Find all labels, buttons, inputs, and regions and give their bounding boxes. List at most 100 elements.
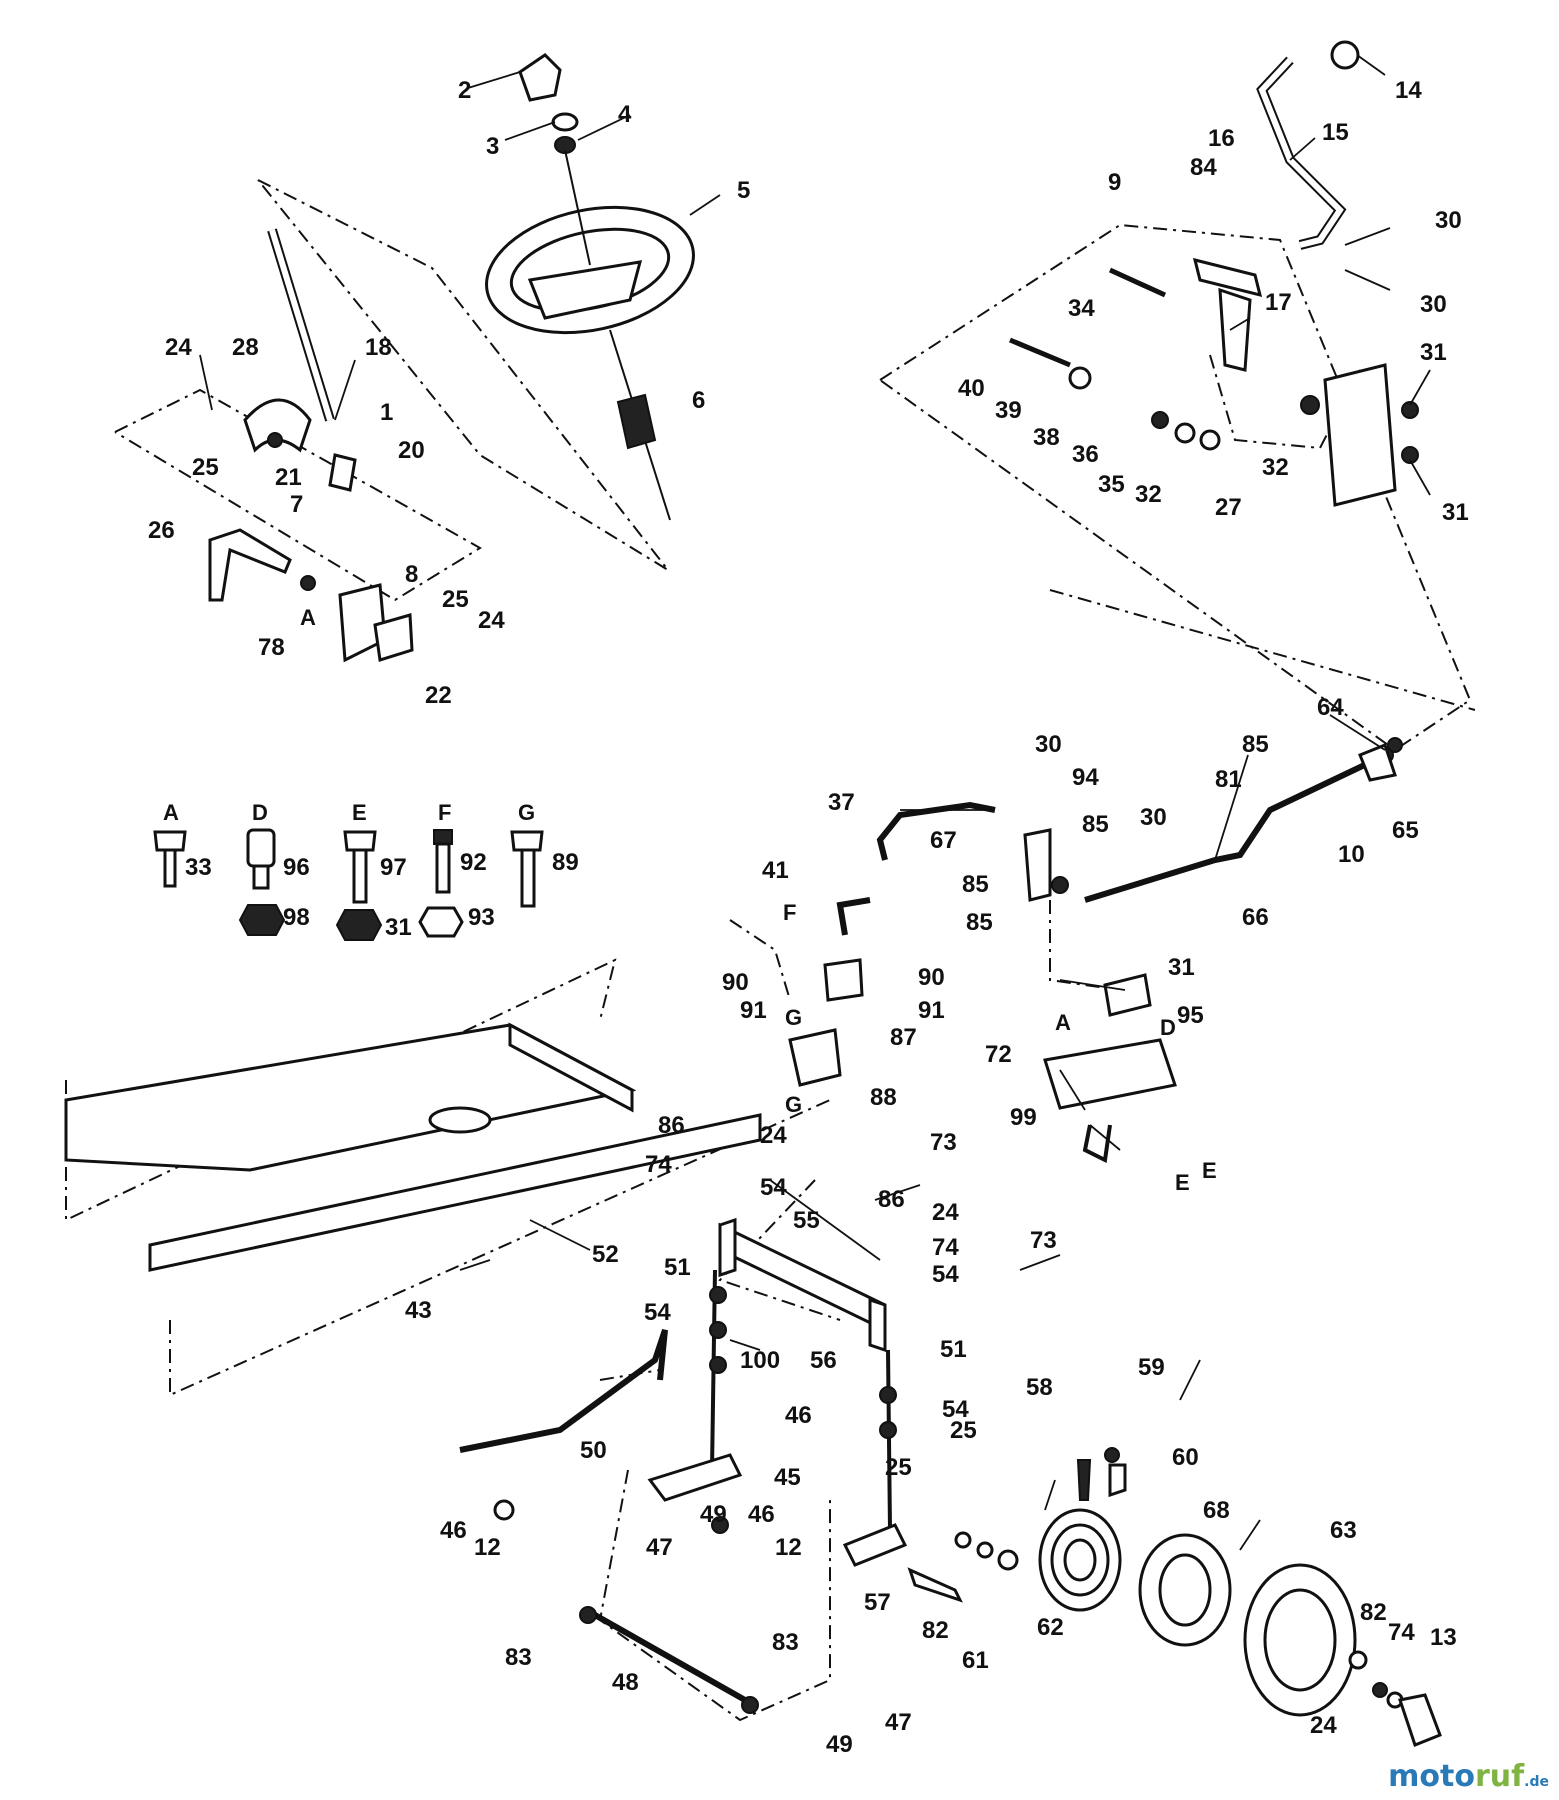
callout: 74 <box>645 1151 672 1178</box>
callout: 99 <box>1010 1104 1037 1131</box>
callout: 66 <box>1242 904 1269 931</box>
callout: 57 <box>864 1589 891 1616</box>
callout: 7 <box>290 491 303 518</box>
callout: 46 <box>785 1402 812 1429</box>
hardware-bolt-number: 97 <box>380 854 407 881</box>
hardware-bolt-number: 92 <box>460 849 487 876</box>
logo-part1: moto <box>1388 1759 1475 1794</box>
hardware-key: A 33 D 96 98 E 97 31 F 92 93 G 89 <box>153 800 579 941</box>
callout: 43 <box>405 1297 432 1324</box>
callout: 31 <box>1168 954 1195 981</box>
callout: 41 <box>762 857 789 884</box>
connection-letter: A <box>1055 1010 1071 1035</box>
callout: 30 <box>1420 291 1447 318</box>
callout: 62 <box>1037 1614 1064 1641</box>
callout: 54 <box>760 1174 787 1201</box>
callout: 54 <box>932 1261 959 1288</box>
callout: 22 <box>425 682 452 709</box>
connection-letter: A <box>300 605 316 630</box>
callout: 26 <box>148 517 175 544</box>
callout: 67 <box>930 827 957 854</box>
callout: 49 <box>826 1731 853 1758</box>
callout: 2 <box>458 77 471 104</box>
callout: 58 <box>1026 1374 1053 1401</box>
callout: 8 <box>405 561 418 588</box>
callout: 12 <box>775 1534 802 1561</box>
callout: 85 <box>1242 731 1269 758</box>
callout: 54 <box>942 1396 969 1423</box>
frame <box>64 1022 762 1272</box>
callout: 72 <box>985 1041 1012 1068</box>
callout-labels: 2 3 4 5 14 15 16 84 9 30 30 34 17 40 39 … <box>148 77 1469 1758</box>
callout: 83 <box>772 1629 799 1656</box>
hardware-letter: F <box>438 800 451 825</box>
callout: 85 <box>962 871 989 898</box>
callout: 82 <box>922 1617 949 1644</box>
callout: 73 <box>930 1129 957 1156</box>
callout: 84 <box>1190 154 1217 181</box>
callout: 60 <box>1172 1444 1199 1471</box>
connection-letter: G <box>785 1005 802 1030</box>
hardware-nut-number: 31 <box>385 914 412 941</box>
connection-letter: E <box>1202 1158 1217 1183</box>
hardware-bolt-number: 96 <box>283 854 310 881</box>
callout: 46 <box>748 1501 775 1528</box>
callout: 73 <box>1030 1227 1057 1254</box>
callout: 64 <box>1317 694 1344 721</box>
callout: 90 <box>918 964 945 991</box>
connection-letter: F <box>783 900 796 925</box>
callout: 30 <box>1435 207 1462 234</box>
logo-tld: .de <box>1524 1774 1549 1790</box>
callout: 25 <box>950 1417 977 1444</box>
callout: 30 <box>1140 804 1167 831</box>
callout: 13 <box>1430 1624 1457 1651</box>
callout: 31 <box>1442 499 1469 526</box>
callout: 20 <box>398 437 425 464</box>
hardware-letter: A <box>163 800 179 825</box>
callout: 46 <box>440 1517 467 1544</box>
callout: 83 <box>505 1644 532 1671</box>
callout: 86 <box>878 1186 905 1213</box>
hardware-nut-number: 98 <box>283 904 310 931</box>
callout: 81 <box>1215 766 1242 793</box>
callout: 87 <box>890 1024 917 1051</box>
hardware-letter: D <box>252 800 268 825</box>
callout: 86 <box>658 1112 685 1139</box>
callout: 10 <box>1338 841 1365 868</box>
steering-wheel-assembly <box>485 53 695 521</box>
callout: 50 <box>580 1437 607 1464</box>
callout: 49 <box>700 1501 727 1528</box>
callout: 91 <box>740 997 767 1024</box>
callout: 24 <box>478 607 505 634</box>
callout: 5 <box>737 177 750 204</box>
connection-letter: G <box>785 1092 802 1117</box>
callout: 38 <box>1033 424 1060 451</box>
callout: 30 <box>1035 731 1062 758</box>
left-lever-assembly <box>208 228 414 663</box>
callout: 54 <box>644 1299 671 1326</box>
hardware-bolt-number: 89 <box>552 849 579 876</box>
linkage-rods <box>788 737 1403 1164</box>
callout: 34 <box>1068 295 1095 322</box>
callout: 32 <box>1135 481 1162 508</box>
callout: 21 <box>275 464 302 491</box>
callout: 55 <box>793 1207 820 1234</box>
connection-letter: E <box>1175 1170 1190 1195</box>
front-axle <box>459 1217 963 1714</box>
logo-part2: ruf <box>1474 1759 1525 1794</box>
callout: 31 <box>1420 339 1447 366</box>
callout: 85 <box>1082 811 1109 838</box>
callout: 68 <box>1203 1497 1230 1524</box>
hardware-nut-number: 93 <box>468 904 495 931</box>
callout: 36 <box>1072 441 1099 468</box>
callout: 47 <box>885 1709 912 1736</box>
callout: 85 <box>966 909 993 936</box>
callout: 90 <box>722 969 749 996</box>
connection-letters: A A D E E F G G <box>300 605 1217 1195</box>
right-lever-assembly <box>1009 40 1419 507</box>
callout: 14 <box>1395 77 1422 104</box>
callout: 94 <box>1072 764 1099 791</box>
callout: 82 <box>1360 1599 1387 1626</box>
callout: 39 <box>995 397 1022 424</box>
